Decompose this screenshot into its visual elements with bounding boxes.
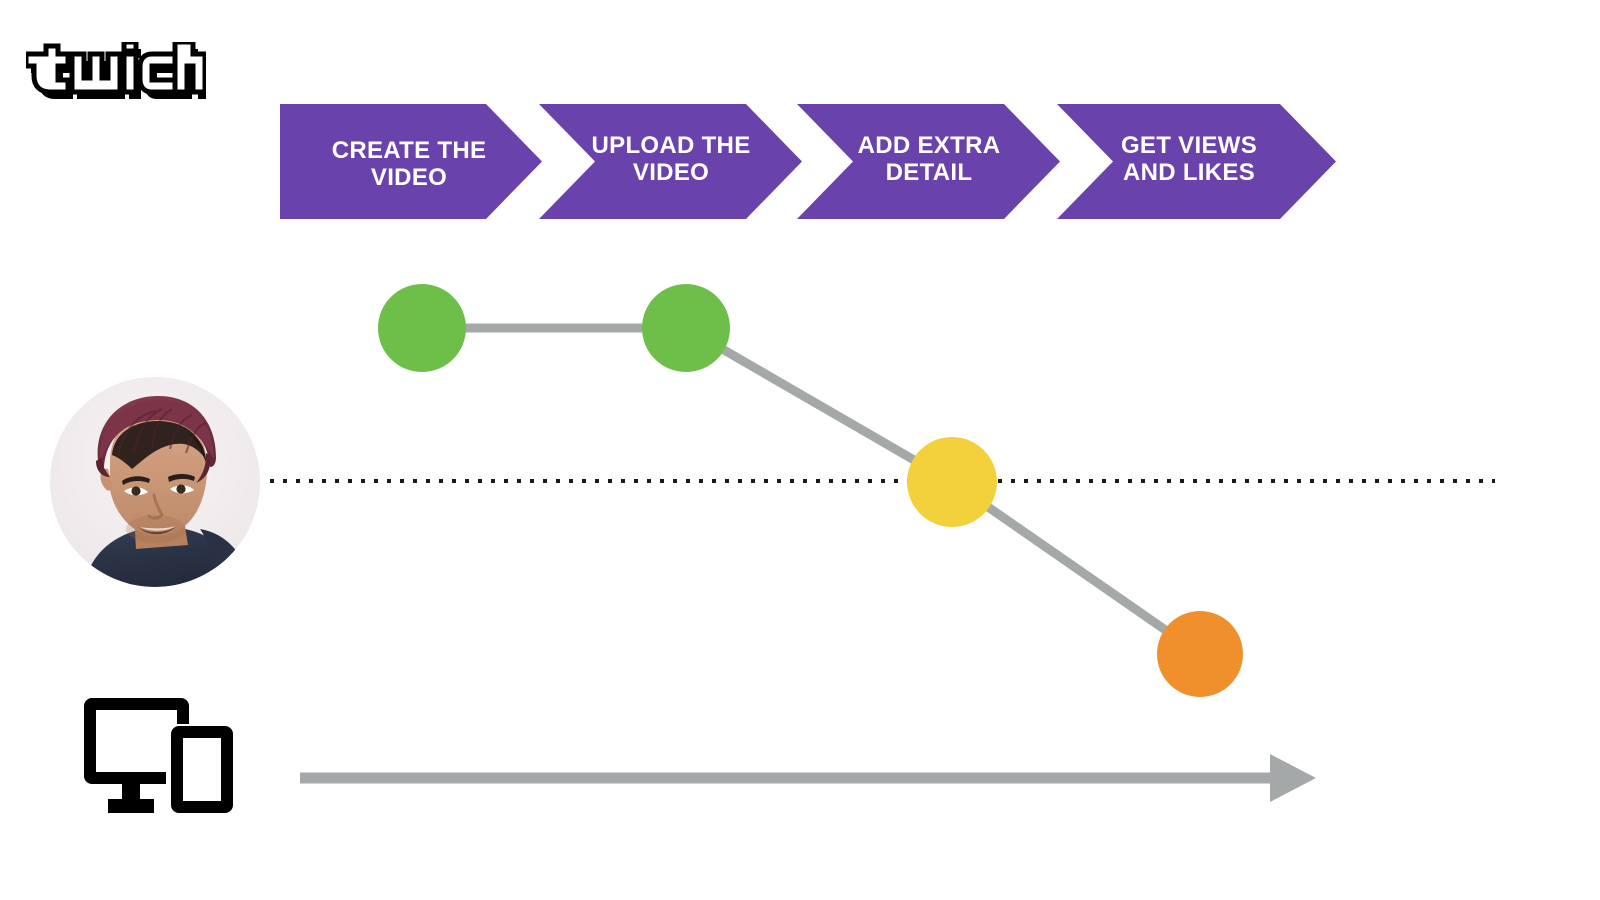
monitor-stand-neck: [122, 784, 140, 800]
data-point-get-views-and-likes[interactable]: [1157, 611, 1243, 697]
devices-icon: [78, 698, 233, 813]
time-axis-arrow: [300, 754, 1316, 802]
monitor-outline: [84, 698, 189, 784]
avatar-photo: [50, 377, 260, 587]
twitch-logo[interactable]: [23, 39, 210, 112]
tablet-outline: [171, 726, 233, 813]
chevron-shapes: [280, 104, 1336, 219]
user-avatar[interactable]: [50, 377, 260, 587]
devices-monitor-tablet-icon: [84, 698, 233, 813]
axis-arrow-head: [1270, 754, 1316, 802]
data-point-upload-the-video[interactable]: [642, 284, 730, 372]
twitch-wordmark-icon: [23, 39, 210, 99]
chart-connector-line: [422, 323, 1203, 658]
data-point-create-the-video[interactable]: [378, 284, 466, 372]
chevron-step-4[interactable]: [1057, 104, 1336, 219]
chevron-step-2[interactable]: [539, 104, 802, 219]
monitor-stand-base: [108, 799, 154, 813]
data-point-add-extra-detail[interactable]: [907, 437, 997, 527]
chevron-step-3[interactable]: [797, 104, 1060, 219]
chevron-step-1[interactable]: [280, 104, 542, 219]
